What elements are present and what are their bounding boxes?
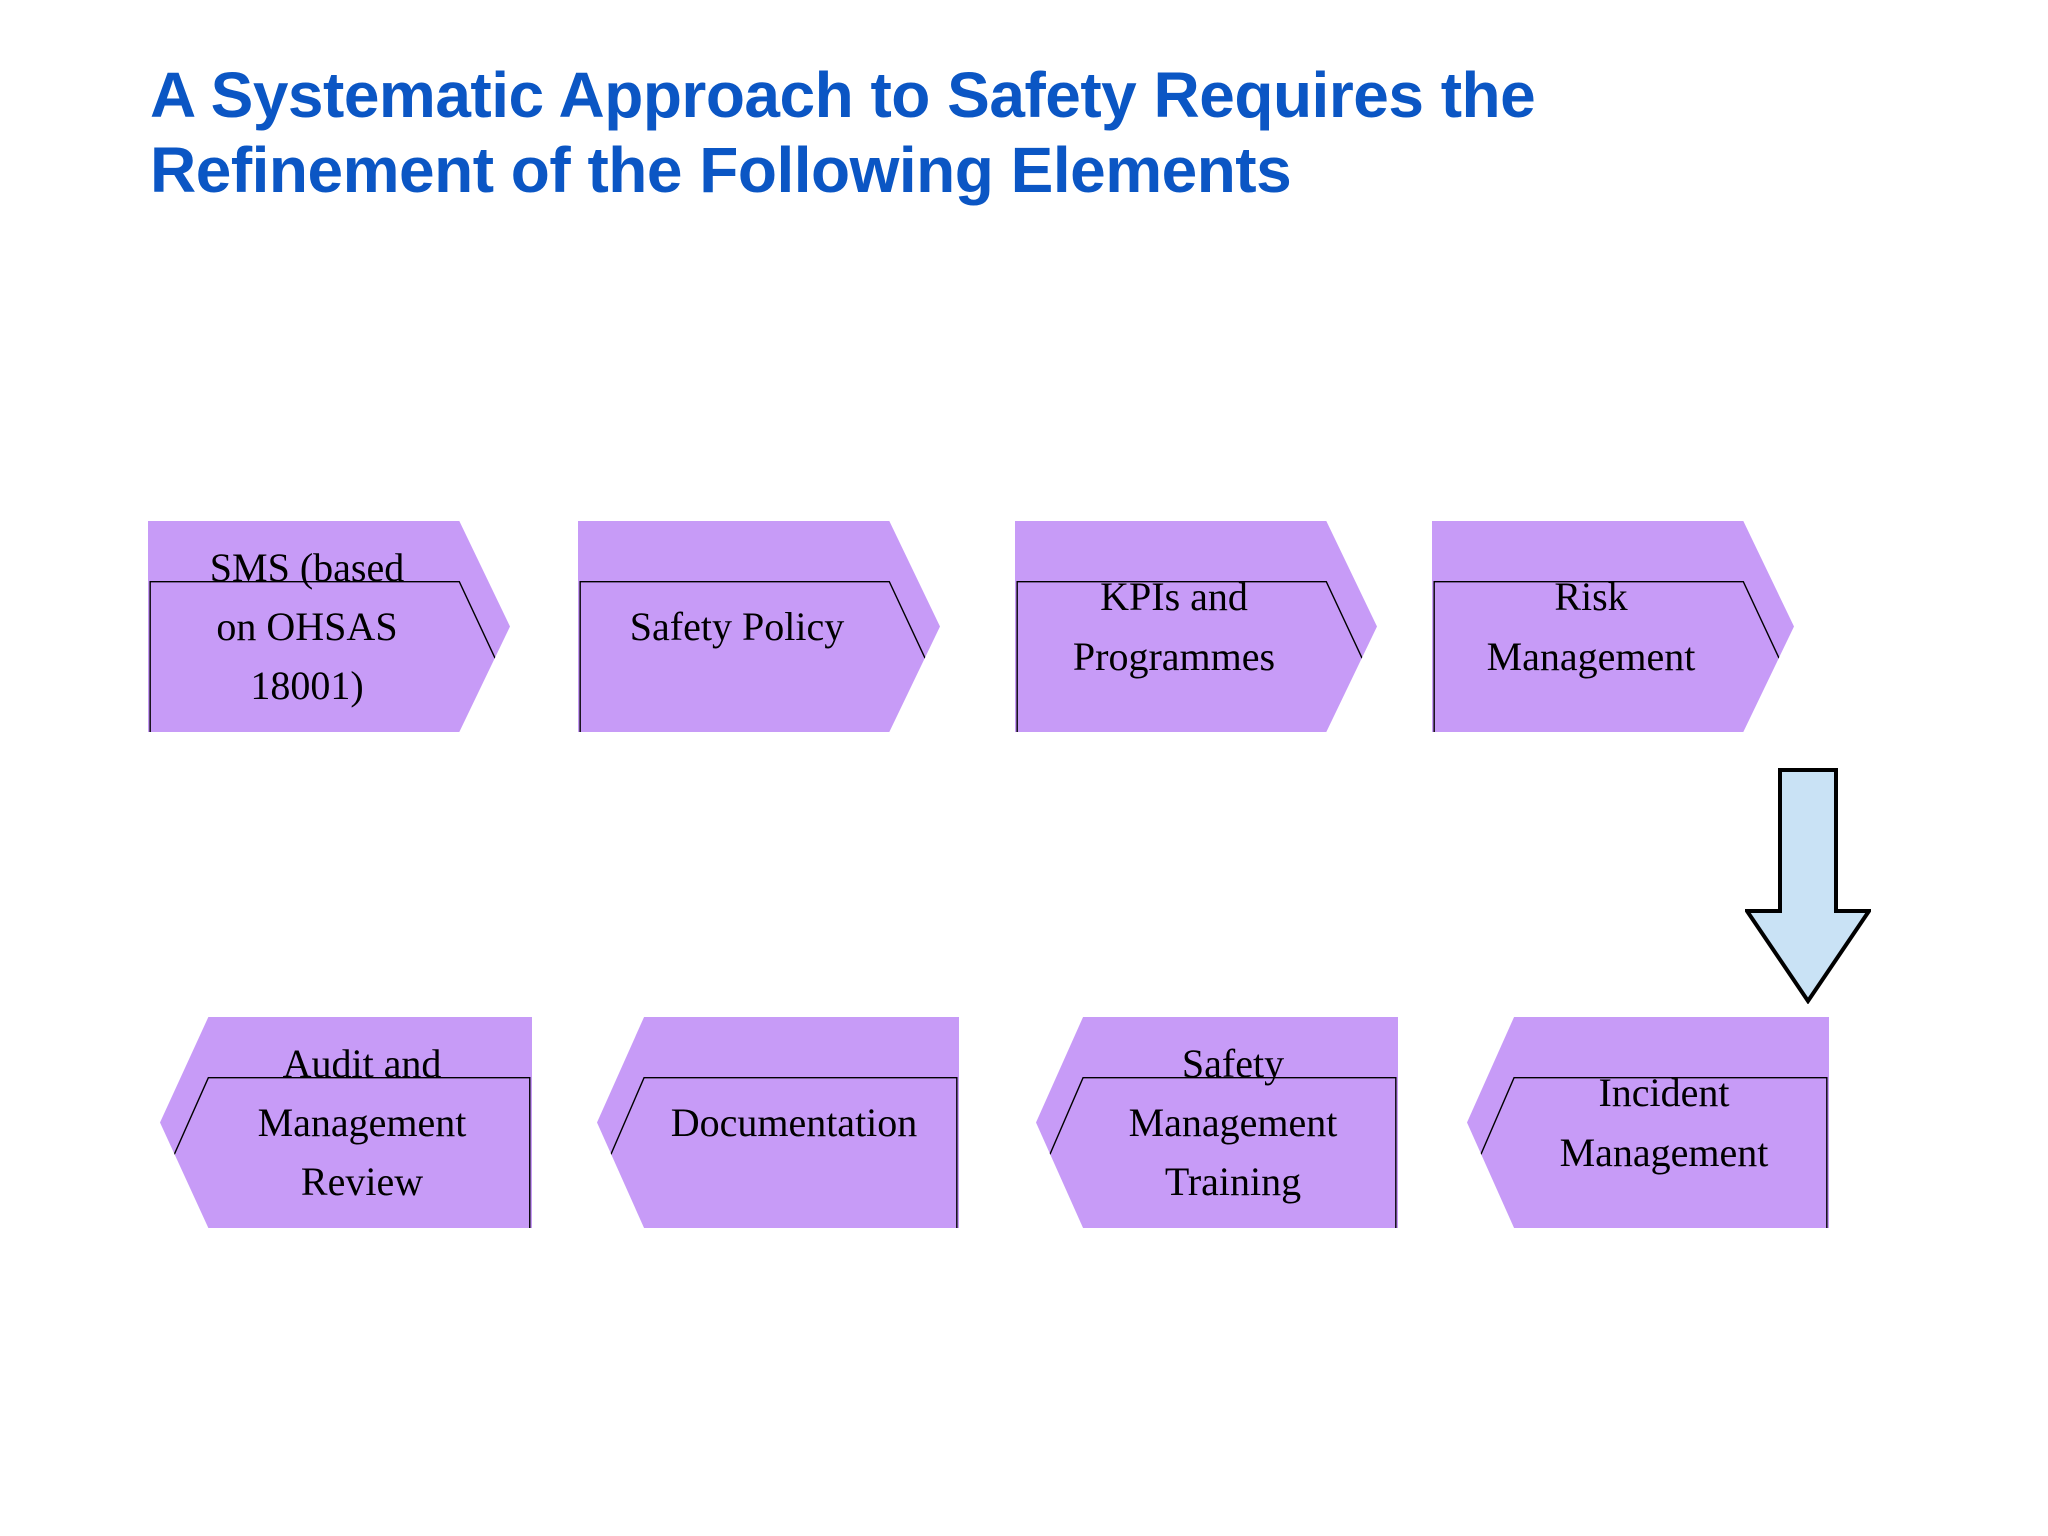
down-arrow-icon [1745, 768, 1871, 1004]
process-box-label: Incident Management [1559, 1070, 1769, 1175]
process-box-sms[interactable]: SMS (based on OHSAS 18001) [148, 521, 510, 732]
process-box-label: SMS (based on OHSAS 18001) [209, 544, 405, 709]
process-box-label: Audit and Management Review [257, 1040, 467, 1205]
process-box-risk-management[interactable]: Risk Management [1432, 521, 1794, 732]
process-box-audit-management-review[interactable]: Audit and Management Review [160, 1017, 532, 1228]
page-title: A Systematic Approach to Safety Requires… [150, 59, 1536, 206]
process-box-safety-management-training[interactable]: Safety Management Training [1036, 1017, 1398, 1228]
process-box-safety-policy[interactable]: Safety Policy [578, 521, 940, 732]
process-box-kpis-programmes[interactable]: KPIs and Programmes [1015, 521, 1377, 732]
process-box-label: KPIs and Programmes [1072, 574, 1276, 679]
process-box-label: Safety Management Training [1128, 1040, 1338, 1205]
process-box-label: Documentation [670, 1099, 918, 1145]
process-box-label: Safety Policy [629, 603, 845, 649]
process-box-label: Risk Management [1486, 574, 1696, 679]
process-box-documentation[interactable]: Documentation [597, 1017, 959, 1228]
process-box-incident-management[interactable]: Incident Management [1467, 1017, 1829, 1228]
